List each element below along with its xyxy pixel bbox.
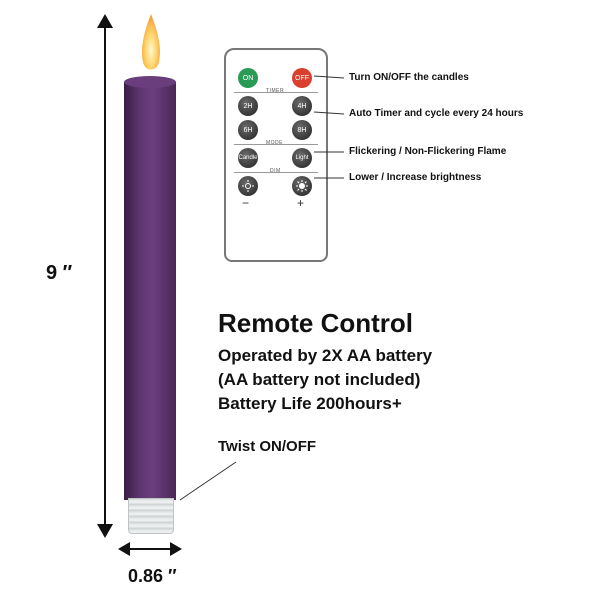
twist-label: Twist ON/OFF <box>218 438 317 455</box>
height-dimension-line <box>104 20 106 530</box>
remote-control: ON OFF TIMER 2H 4H 6H 8H MODE Candle Lig… <box>224 48 328 262</box>
sun-bright-icon <box>296 180 308 192</box>
dim-label: DIM <box>270 168 281 174</box>
timer-label: TIMER <box>266 88 285 94</box>
height-label: 9 ″ <box>46 262 73 284</box>
width-label: 0.86 ″ <box>128 566 177 586</box>
on-button: ON <box>238 68 258 88</box>
width-dimension-line <box>124 548 176 550</box>
candle-base <box>128 498 174 534</box>
callout-timer: Auto Timer and cycle every 24 hours <box>349 108 524 119</box>
timer-6h-button: 6H <box>238 120 258 140</box>
flame-icon <box>141 14 161 70</box>
candle-top <box>124 76 176 88</box>
arrow-left-icon <box>118 542 130 556</box>
battery-life: Battery Life 200hours+ <box>218 394 402 413</box>
arrow-down-icon <box>97 524 113 538</box>
timer-2h-button: 2H <box>238 96 258 116</box>
off-button: OFF <box>292 68 312 88</box>
sun-dim-icon <box>242 180 254 192</box>
callout-on-off: Turn ON/OFF the candles <box>349 72 469 83</box>
timer-4h-button: 4H <box>292 96 312 116</box>
headline: Remote Control <box>218 308 413 338</box>
battery-note: (AA battery not included) <box>218 370 421 389</box>
candle-body <box>124 82 176 500</box>
light-mode-button: Light <box>292 148 312 168</box>
minus-label: − <box>242 196 250 210</box>
callout-brightness: Lower / Increase brightness <box>349 172 482 183</box>
mode-label: MODE <box>266 140 283 146</box>
callout-flicker: Flickering / Non-Flickering Flame <box>349 146 507 157</box>
dim-up-button <box>292 176 312 196</box>
candle-mode-button: Candle <box>238 148 258 168</box>
plus-label: + <box>297 196 305 210</box>
battery-line: Operated by 2X AA battery <box>218 346 433 365</box>
arrow-right-icon <box>170 542 182 556</box>
dim-down-button <box>238 176 258 196</box>
timer-8h-button: 8H <box>292 120 312 140</box>
arrow-up-icon <box>97 14 113 28</box>
